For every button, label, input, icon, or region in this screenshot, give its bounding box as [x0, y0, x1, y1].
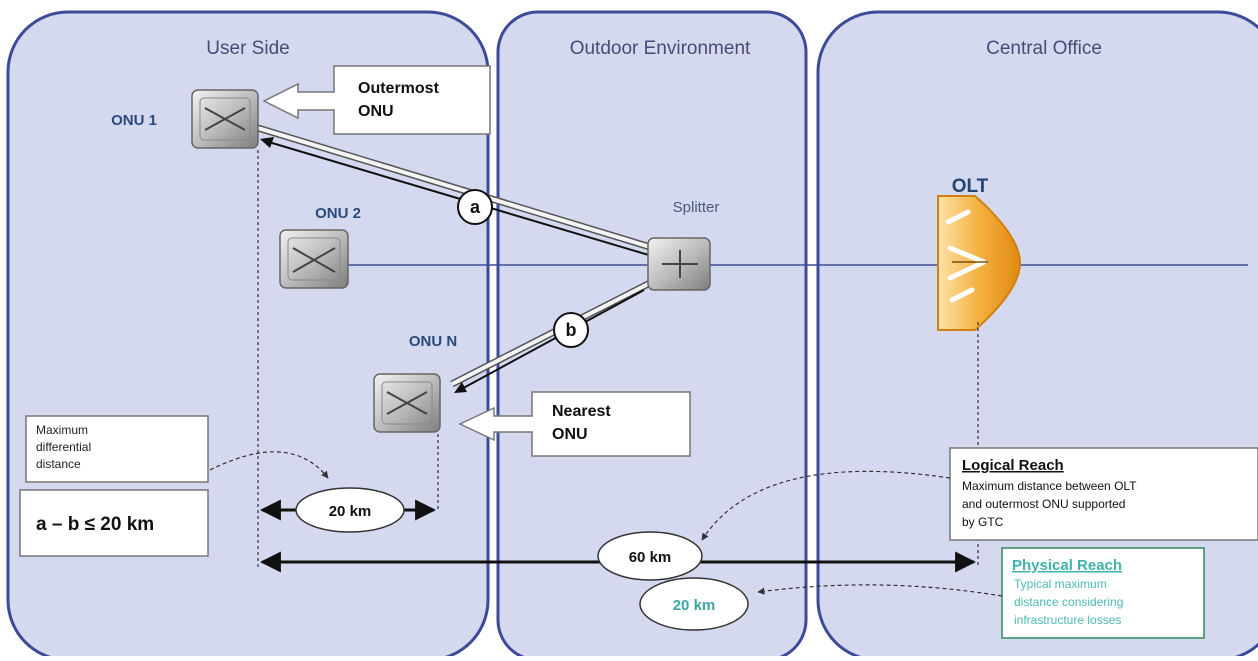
logical-reach-title: Logical Reach	[962, 457, 1064, 474]
logical-reach-line3: by GTC	[962, 515, 1004, 529]
splitter-label: Splitter	[673, 199, 720, 216]
physical-reach-ellipse	[639, 577, 749, 631]
differential-label-line2: differential	[36, 440, 91, 454]
onu1-device	[191, 89, 259, 149]
link-b-badge	[553, 312, 589, 348]
differential-label-line1: Maximum	[36, 423, 88, 437]
link-a-label: a	[470, 197, 481, 217]
onu2-device	[279, 229, 349, 289]
outermost-callout: Outermost ONU	[262, 65, 491, 135]
differential-label-line3: distance	[36, 457, 81, 471]
physical-reach-distance: 20 km	[673, 597, 716, 614]
logical-reach-line1: Maximum distance between OLT	[962, 479, 1137, 493]
link-a-badge	[457, 189, 493, 225]
formula-box: a – b ≤ 20 km	[19, 489, 209, 557]
logical-reach-line2: and outermost ONU supported	[962, 497, 1125, 511]
link-a: a	[256, 124, 662, 257]
splitter-device	[647, 237, 711, 291]
physical-reach-line1: Typical maximum	[1014, 577, 1107, 591]
differential-distance: 20 km	[329, 503, 372, 520]
logical-reach-pointer	[701, 470, 951, 541]
olt-label: OLT	[952, 176, 989, 197]
link-b: b	[450, 278, 654, 393]
nearest-callout: Nearest ONU	[458, 391, 691, 457]
onu1-label: ONU 1	[111, 112, 157, 129]
nearest-callout-line2: ONU	[552, 426, 588, 443]
physical-reach-pointer	[757, 584, 1003, 597]
olt-device	[937, 195, 1022, 331]
differential-pointer	[209, 451, 329, 479]
differential-formula: a – b ≤ 20 km	[36, 514, 154, 535]
logical-reach-distance: 60 km	[629, 549, 672, 566]
differential-box: Maximum differential distance	[25, 415, 209, 483]
onu2-label: ONU 2	[315, 205, 361, 222]
zone-outdoor: Outdoor Environment	[496, 10, 808, 661]
onun-device	[373, 373, 441, 433]
logical-reach-box: Logical Reach Maximum distance between O…	[949, 447, 1258, 541]
physical-reach-line2: distance considering	[1014, 595, 1123, 609]
link-b-label: b	[566, 320, 577, 340]
physical-reach-title: Physical Reach	[1012, 557, 1122, 574]
logical-reach-ellipse	[597, 531, 703, 581]
outermost-callout-line2: ONU	[358, 103, 394, 120]
zone-title-central-office: Central Office	[986, 38, 1102, 59]
differential-distance-ellipse	[295, 487, 405, 533]
zone-title-user-side: User Side	[206, 38, 289, 59]
onun-label: ONU N	[409, 333, 457, 350]
outermost-callout-line1: Outermost	[358, 80, 440, 97]
physical-reach-box: Physical Reach Typical maximum distance …	[1001, 547, 1205, 639]
nearest-callout-line1: Nearest	[552, 403, 611, 420]
zone-title-outdoor: Outdoor Environment	[570, 38, 751, 59]
physical-reach-line3: infrastructure losses	[1014, 613, 1121, 627]
